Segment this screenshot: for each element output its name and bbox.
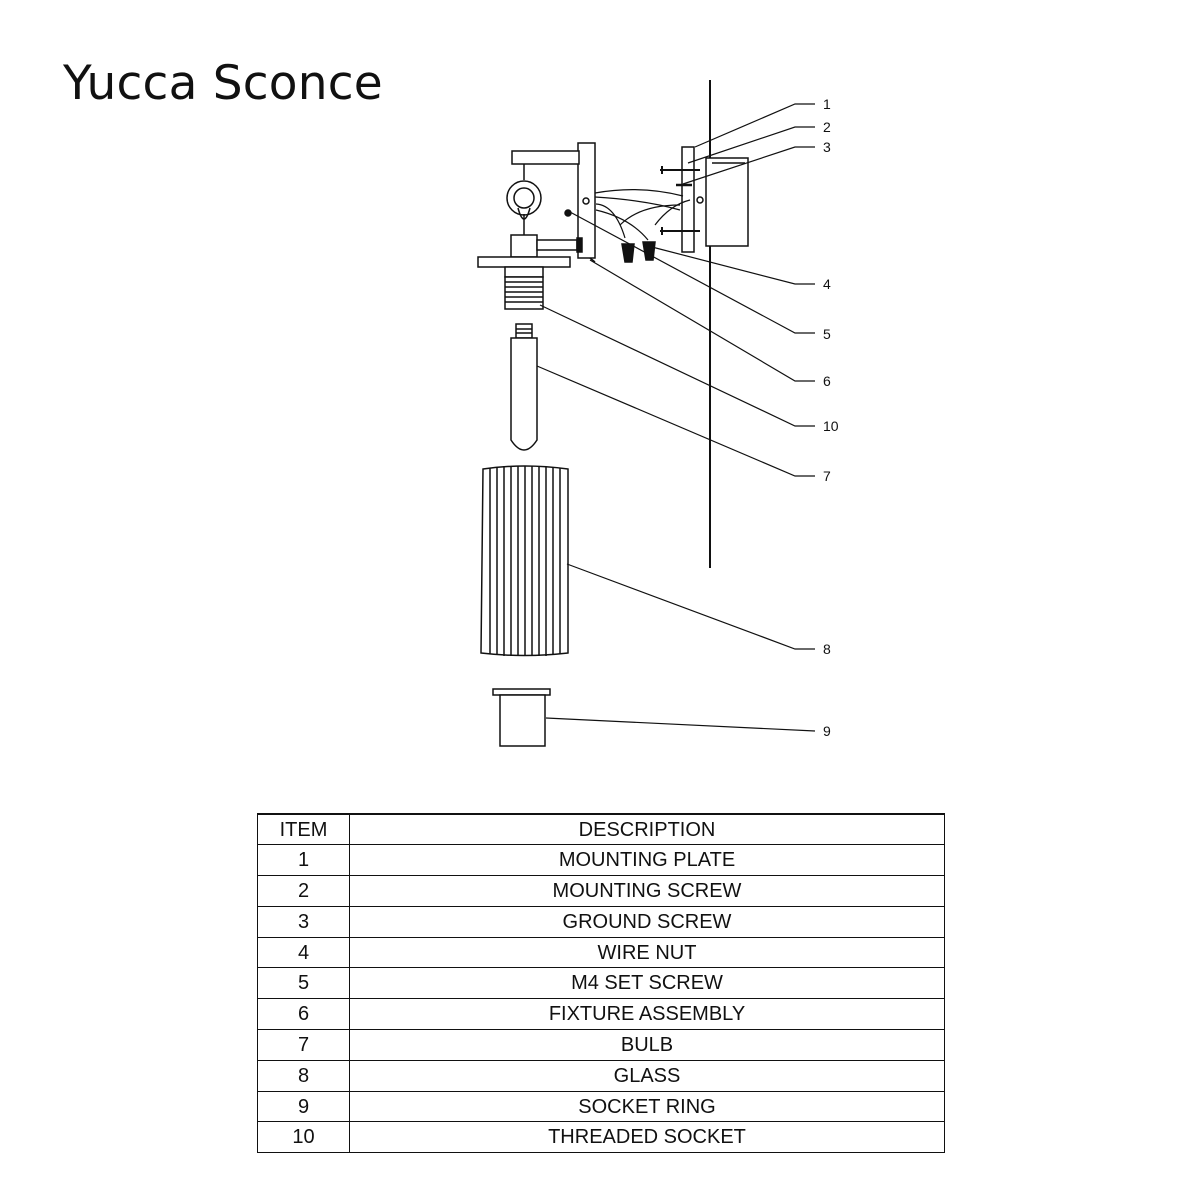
fixture-backplate xyxy=(577,142,596,263)
item-description: MOUNTING PLATE xyxy=(349,844,945,877)
callout-1: 1 xyxy=(823,96,831,112)
callout-8: 8 xyxy=(823,641,831,657)
table-header-row: ITEM DESCRIPTION xyxy=(257,813,945,846)
item-number: 3 xyxy=(257,905,350,938)
item-number: 2 xyxy=(257,875,350,907)
item-number: 7 xyxy=(257,1029,350,1061)
fixture-arm xyxy=(506,150,583,258)
item-description: SOCKET RING xyxy=(349,1090,945,1123)
mounting-plate xyxy=(681,146,695,253)
wires xyxy=(594,189,691,241)
bulb xyxy=(510,323,538,451)
item-description: THREADED SOCKET xyxy=(349,1121,945,1154)
leader-lines xyxy=(536,103,816,732)
callout-3: 3 xyxy=(823,139,831,155)
item-description: BULB xyxy=(349,1029,945,1061)
item-number: 10 xyxy=(257,1121,350,1154)
socket-canopy xyxy=(477,256,571,268)
callout-labels: 1 2 3 4 5 6 10 7 8 9 xyxy=(823,96,839,739)
item-description: WIRE NUT xyxy=(349,936,945,969)
item-description: M4 SET SCREW xyxy=(349,967,945,1000)
mounting-screws xyxy=(660,166,700,235)
ground-screw xyxy=(676,183,704,204)
threaded-socket xyxy=(504,266,544,310)
item-number: 5 xyxy=(257,967,350,1000)
callout-10: 10 xyxy=(823,418,839,434)
item-description: MOUNTING SCREW xyxy=(349,875,945,907)
item-description: GROUND SCREW xyxy=(349,905,945,938)
page-title: Yucca Sconce xyxy=(63,56,383,111)
callout-4: 4 xyxy=(823,276,831,292)
callout-5: 5 xyxy=(823,326,831,342)
item-description: FIXTURE ASSEMBLY xyxy=(349,998,945,1031)
callout-6: 6 xyxy=(823,373,831,389)
item-number: 8 xyxy=(257,1059,350,1092)
glass-shade xyxy=(480,465,569,657)
callout-7: 7 xyxy=(823,468,831,484)
column-header-item: ITEM xyxy=(257,813,350,846)
item-number: 1 xyxy=(257,844,350,877)
column-header-description: DESCRIPTION xyxy=(349,813,945,846)
exploded-view-diagram: 1 2 3 4 5 6 10 7 8 9 xyxy=(477,80,839,747)
callout-2: 2 xyxy=(823,119,831,135)
wire-nuts xyxy=(621,241,656,263)
item-number: 9 xyxy=(257,1090,350,1123)
item-number: 6 xyxy=(257,998,350,1031)
junction-box xyxy=(705,157,749,247)
socket-ring xyxy=(492,688,551,747)
item-number: 4 xyxy=(257,936,350,969)
callout-9: 9 xyxy=(823,723,831,739)
item-description: GLASS xyxy=(349,1059,945,1092)
